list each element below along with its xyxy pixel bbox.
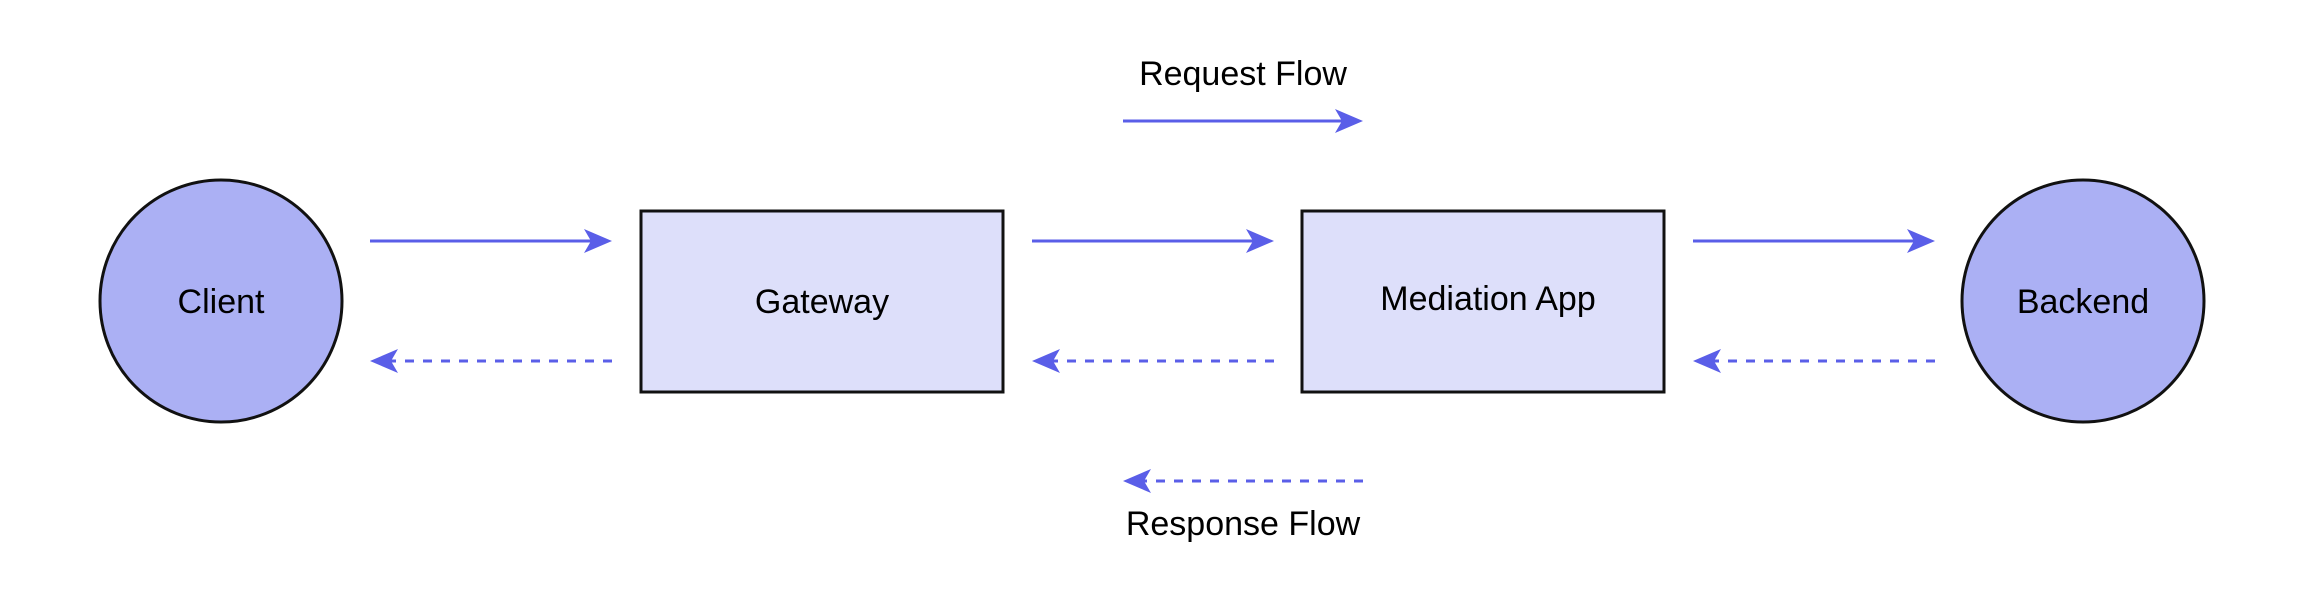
legend-request-arrow (1123, 109, 1363, 133)
client-label: Client (178, 283, 265, 321)
edge-backend-to-mediation-app (1693, 349, 1935, 373)
client-circle (98, 178, 344, 424)
edge-gateway-to-mediation-app (1032, 229, 1274, 253)
node-mediation-app[interactable]: Mediation App (1300, 209, 1666, 394)
backend-circle (1960, 178, 2206, 424)
node-client[interactable]: Client (98, 178, 344, 424)
mediation-app-box (1300, 209, 1666, 394)
edge-mediation-app-to-gateway (1032, 349, 1274, 373)
edge-mediation-app-to-backend (1693, 229, 1935, 253)
gateway-box (639, 209, 1005, 394)
edge-client-to-gateway (370, 229, 612, 253)
gateway-label: Gateway (755, 283, 889, 321)
node-gateway[interactable]: Gateway (639, 209, 1005, 394)
backend-label: Backend (2017, 283, 2149, 321)
legend-request-label: Request Flow (1139, 55, 1347, 93)
edge-gateway-to-client (370, 349, 612, 373)
node-backend[interactable]: Backend (1960, 178, 2206, 424)
legend-response-arrow (1123, 469, 1363, 493)
legend-response-label: Response Flow (1126, 505, 1361, 543)
mediation-app-label: Mediation App (1380, 280, 1596, 318)
